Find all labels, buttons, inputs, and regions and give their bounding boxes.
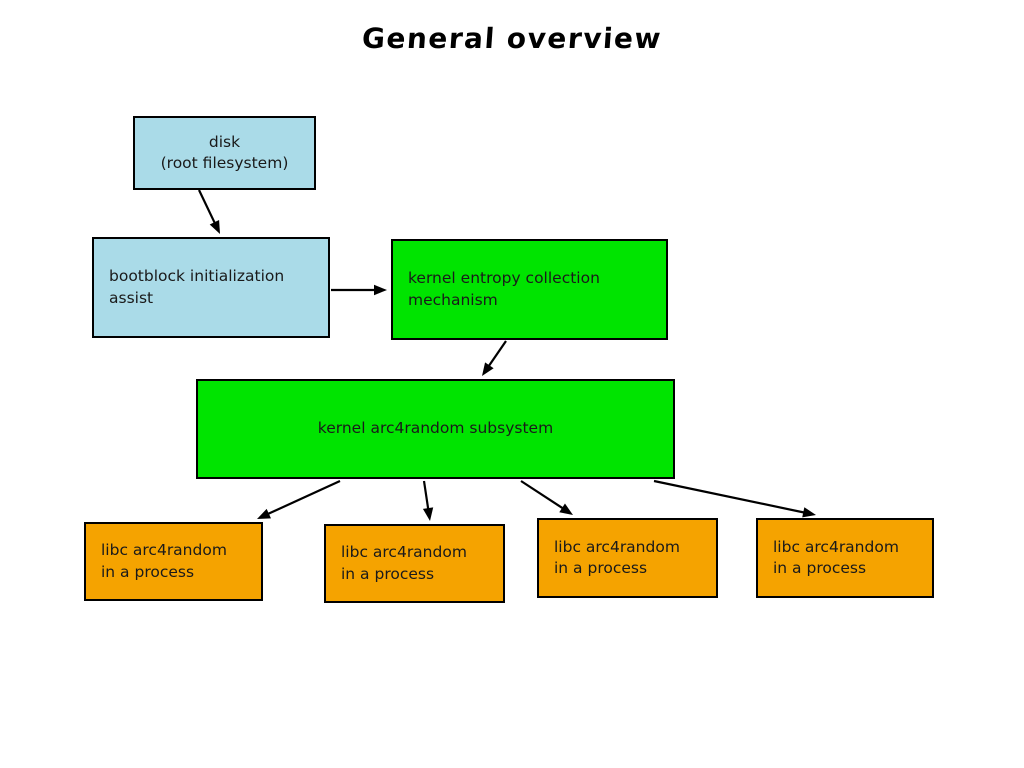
arrow-head bbox=[374, 284, 387, 296]
node-bootblock[interactable]: bootblock initialization assist bbox=[92, 237, 330, 338]
node-arc4random[interactable]: kernel arc4random subsystem bbox=[196, 379, 675, 479]
node-disk[interactable]: disk (root filesystem) bbox=[133, 116, 316, 190]
node-entropy[interactable]: kernel entropy collection mechanism bbox=[391, 239, 668, 340]
arrow-head bbox=[482, 362, 494, 376]
node-label: libc arc4random in a process bbox=[101, 541, 227, 581]
arrow-shaft bbox=[487, 340, 507, 368]
node-label: kernel arc4random subsystem bbox=[317, 419, 554, 438]
arrow-shaft bbox=[520, 480, 565, 510]
arrow-head bbox=[559, 503, 573, 515]
arrow-shaft bbox=[422, 480, 430, 511]
node-libc2[interactable]: libc arc4random in a process bbox=[324, 524, 505, 603]
arrow-head bbox=[209, 220, 220, 234]
node-label: libc arc4random in a process bbox=[341, 543, 467, 583]
arrow-shaft bbox=[653, 479, 806, 514]
node-label: bootblock initialization assist bbox=[109, 267, 285, 307]
arrow-shaft bbox=[198, 189, 217, 225]
page-title: General overview bbox=[360, 22, 664, 55]
arrow-shaft bbox=[266, 479, 341, 516]
node-label: disk (root filesystem) bbox=[160, 132, 289, 172]
node-libc4[interactable]: libc arc4random in a process bbox=[756, 518, 934, 598]
node-label: libc arc4random in a process bbox=[773, 537, 899, 577]
arrow-arc4random-to-libc2 bbox=[422, 480, 434, 521]
arrow-head bbox=[802, 507, 816, 518]
arrow-head bbox=[422, 507, 434, 521]
node-libc3[interactable]: libc arc4random in a process bbox=[537, 518, 718, 598]
node-label: kernel entropy collection mechanism bbox=[408, 269, 600, 309]
arrow-bootblock-to-entropy bbox=[331, 284, 387, 296]
node-label: libc arc4random in a process bbox=[554, 537, 680, 577]
arrow-head bbox=[257, 508, 271, 519]
arrow-disk-to-bootblock bbox=[198, 189, 220, 234]
arrow-entropy-to-arc4random bbox=[482, 340, 507, 376]
arrow-arc4random-to-libc1 bbox=[257, 479, 341, 519]
node-libc1[interactable]: libc arc4random in a process bbox=[84, 522, 263, 601]
arrow-arc4random-to-libc3 bbox=[520, 480, 573, 515]
arrow-arc4random-to-libc4 bbox=[653, 479, 816, 518]
